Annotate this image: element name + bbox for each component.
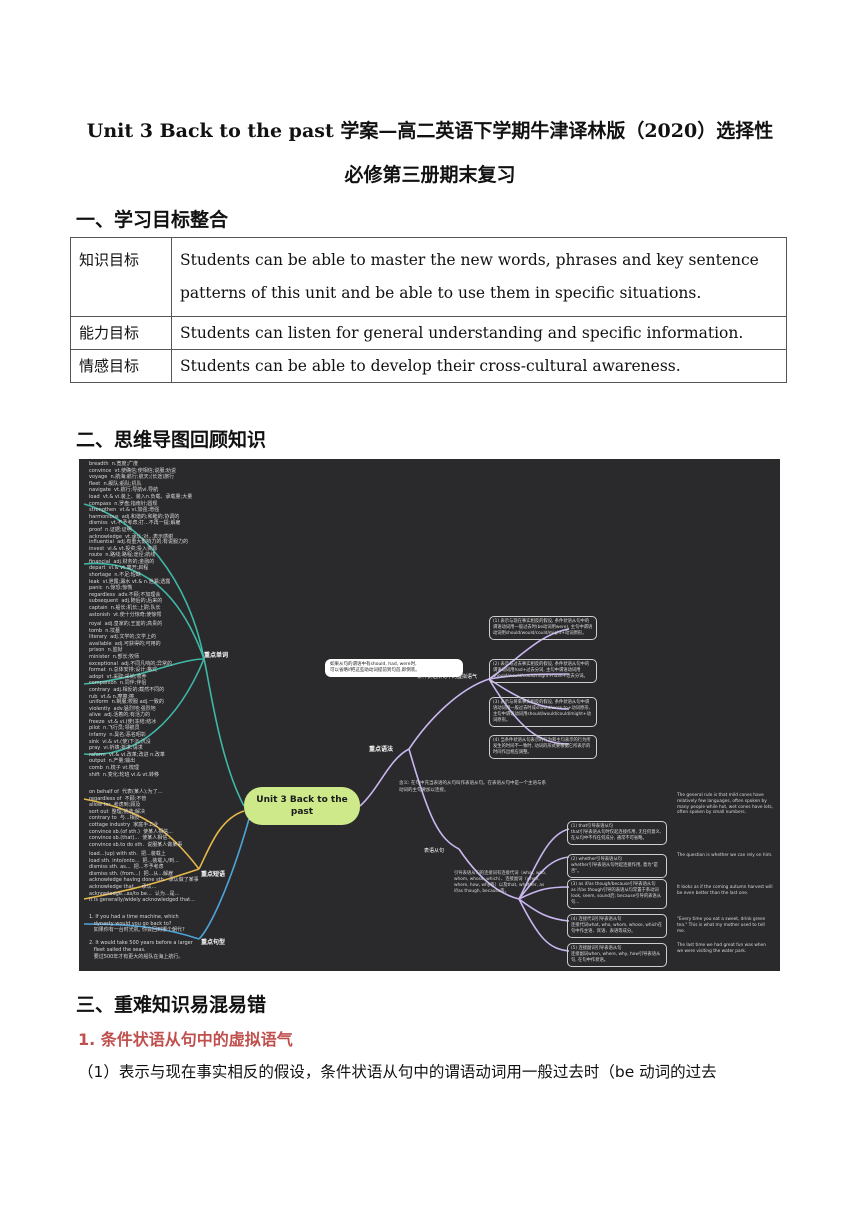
predicative-intro: 含义: 在句中充当表语的从句叫作表语从句。在表语从句中是一个主语与系动词的主句要…: [399, 781, 546, 793]
predicative-item: (5) 连接副词引导表语从句 连接副词when, where, why, how…: [567, 943, 667, 967]
goal-row: 情感目标 Students can be able to develop the…: [70, 349, 787, 383]
document-title-line1: Unit 3 Back to the past 学案—高二英语下学期牛津译林版（…: [86, 120, 774, 142]
branch-line-words: [203, 658, 245, 807]
grammar-note-box: 如果从句的谓语中有should, had, were时, 可以省略if把这些助动…: [325, 659, 463, 677]
words-group-1: breadth n.宽度;广度 convince vt.使确信;使相信;说服;劝…: [89, 461, 193, 540]
words-group-3: royal adj.皇家的;王室的;高贵的 tomb n.坟墓 literary…: [89, 621, 172, 700]
branch-label-words: 重点单词: [204, 652, 229, 659]
branch-line-sentences: [198, 818, 250, 940]
goal-label: 知识目标: [70, 237, 172, 317]
grammar-node-predicative: 表语从句: [424, 848, 445, 854]
words-group-4: uniform n.制服;校服 adj.一致的 violently adv.猛烈…: [89, 699, 165, 778]
goal-row: 知识目标 Students can be able to master the …: [70, 237, 787, 317]
goal-label: 能力目标: [70, 316, 172, 350]
subheading-subjunctive: 1. 条件状语从句中的虚拟语气: [78, 1030, 293, 1049]
grammar-item: (2) 表示与过去事实相反的假设, 条件状语从句中的谓语动词用had+过去分词,…: [489, 659, 597, 683]
body-paragraph: （1）表示与现在事实相反的假设，条件状语从句中的谓语动词用一般过去时（be 动词…: [78, 1063, 717, 1081]
branch-label-grammar: 重点语法: [369, 746, 394, 753]
goal-label: 情感目标: [70, 349, 172, 383]
example-sentence: The last time we had great fun was when …: [677, 943, 766, 954]
mind-map-image: breadth n.宽度;广度 convince vt.使确信;使相信;说服;劝…: [79, 459, 780, 971]
goal-text: Students can listen for general understa…: [171, 316, 787, 350]
example-sentence: The question is whether we can rely on h…: [677, 853, 773, 858]
branch-label-sentences: 重点句型: [201, 939, 226, 946]
predicative-item: (4) 连接代词引导表语从句 连接代词what, who, whom, whos…: [567, 914, 667, 938]
mind-map-center: Unit 3 Back to the past: [244, 787, 360, 825]
phrases-group-1: on behalf of 代表(某人);为了... regardless of …: [89, 789, 183, 848]
words-group-2: influential adj.有重大影响力的;有说服力的 invest vi.…: [89, 539, 189, 618]
grammar-item: (3) 表示与将来事实相反的假设, 条件状语从句中谓语动词用一般过去时或shou…: [489, 697, 597, 727]
section-heading-mindmap: 二、思维导图回顾知识: [76, 429, 267, 451]
sentences-group: 1. If you had a time machine, which dyna…: [89, 914, 193, 960]
example-sentence: It looks as if the coming autumn harvest…: [677, 885, 773, 896]
predicative-item: (2) whether引导表语从句 whether引导表语从句时起连接作用, 意…: [567, 854, 667, 878]
goals-table: 知识目标 Students can be able to master the …: [70, 237, 787, 383]
section-heading-difficulties: 三、重难知识易混易错: [76, 994, 267, 1016]
predicative-item: (1) that引导表语从句 that引导表语从句时仅起连接作用, 无任何意义,…: [567, 821, 667, 845]
goal-text: Students can be able to master the new w…: [171, 237, 787, 317]
goal-row: 能力目标 Students can listen for general und…: [70, 316, 787, 350]
example-sentence: "Every time you eat a sweet, drink green…: [677, 917, 766, 934]
predicative-item: (3) as if/as though/because引导表语从句 as if/…: [567, 879, 667, 909]
phrases-group-2: load...(up) with sth. 把...装载上 load sth. …: [89, 851, 199, 904]
section-heading-goals: 一、学习目标整合: [76, 209, 229, 231]
branch-label-phrases: 重点短语: [201, 871, 226, 878]
grammar-node-subjunctive: 条件状语从句中的虚拟语气: [417, 674, 478, 680]
grammar-item: (1) 表示与现在事实相反的假设, 条件状语从句中的谓语动词用一般过去时(be动…: [489, 616, 597, 640]
branch-line-phrases: [198, 810, 245, 870]
goal-text: Students can be able to develop their cr…: [171, 349, 787, 383]
grammar-item: (4) 当条件状语从句表示的行为和主句表示的行为所发生的时间不一致时, 动词的形…: [489, 735, 597, 759]
mind-map-connectors: [83, 503, 570, 952]
document-title-line2: 必修第三册期末复习: [344, 164, 516, 186]
example-sentence: The general rule is that mild cones have…: [677, 793, 773, 816]
predicative-connectives: 引导表语从句的连接词有连接代词（what, who, whom, whose, …: [454, 871, 547, 894]
branch-line-grammar: [359, 748, 410, 807]
